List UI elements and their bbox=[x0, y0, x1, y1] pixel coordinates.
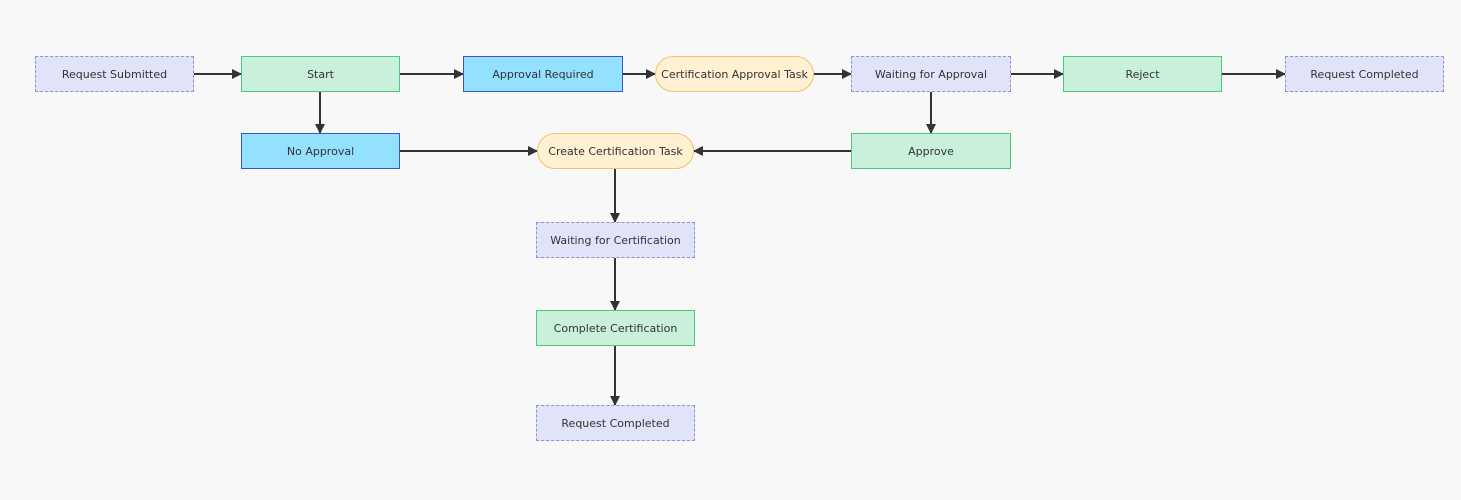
node-waiting-for-certification[interactable]: Waiting for Certification bbox=[536, 222, 695, 258]
node-reject-label: Reject bbox=[1125, 67, 1160, 81]
node-approval-required[interactable]: Approval Required bbox=[463, 56, 623, 92]
node-approve[interactable]: Approve bbox=[851, 133, 1011, 169]
node-reject[interactable]: Reject bbox=[1063, 56, 1222, 92]
node-approval-required-label: Approval Required bbox=[492, 67, 594, 81]
node-complete-certification[interactable]: Complete Certification bbox=[536, 310, 695, 346]
node-request-completed-bottom-label: Request Completed bbox=[561, 416, 670, 430]
node-request-submitted[interactable]: Request Submitted bbox=[35, 56, 194, 92]
node-request-completed-top[interactable]: Request Completed bbox=[1285, 56, 1444, 92]
node-start-label: Start bbox=[307, 67, 334, 81]
node-create-certification-task[interactable]: Create Certification Task bbox=[537, 133, 694, 169]
node-certification-approval-task[interactable]: Certification Approval Task bbox=[655, 56, 814, 92]
node-waiting-for-approval[interactable]: Waiting for Approval bbox=[851, 56, 1011, 92]
node-start[interactable]: Start bbox=[241, 56, 400, 92]
node-create-certification-task-label: Create Certification Task bbox=[548, 144, 683, 158]
node-approve-label: Approve bbox=[908, 144, 954, 158]
node-complete-certification-label: Complete Certification bbox=[553, 321, 678, 335]
node-request-completed-bottom[interactable]: Request Completed bbox=[536, 405, 695, 441]
node-no-approval-label: No Approval bbox=[286, 144, 355, 158]
node-waiting-for-approval-label: Waiting for Approval bbox=[874, 67, 988, 81]
node-no-approval[interactable]: No Approval bbox=[241, 133, 400, 169]
node-request-submitted-label: Request Submitted bbox=[61, 67, 168, 81]
node-waiting-for-certification-label: Waiting for Certification bbox=[550, 233, 681, 247]
node-request-completed-top-label: Request Completed bbox=[1310, 67, 1419, 81]
node-certification-approval-task-label: Certification Approval Task bbox=[661, 67, 808, 81]
